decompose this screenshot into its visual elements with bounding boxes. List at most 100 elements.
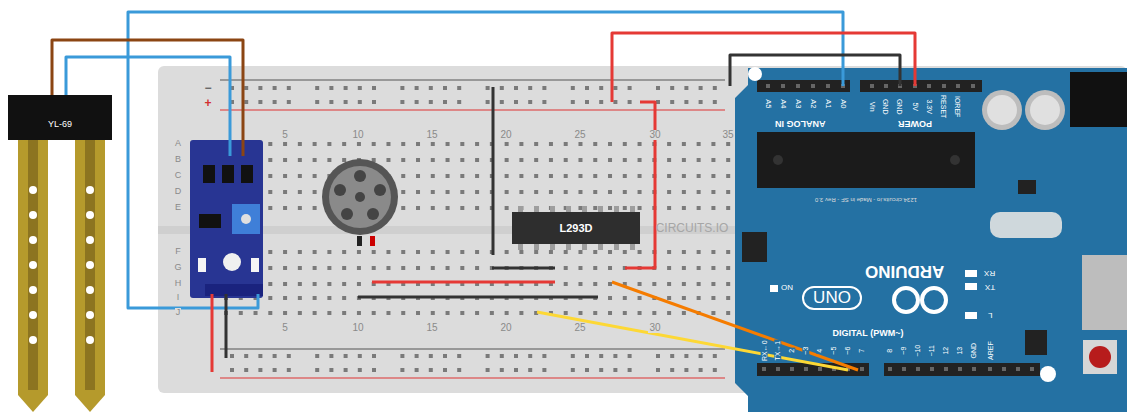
- pin-name: GND: [896, 98, 903, 116]
- breadboard-holes-part: [593, 206, 597, 210]
- breadboard-holes-part: [446, 250, 450, 254]
- breadboard-holes-part: [564, 174, 568, 178]
- arduino-board-part: [1089, 346, 1111, 368]
- sensor-probe-part-part: [29, 186, 37, 194]
- breadboard-holes-part: [542, 354, 546, 358]
- breadboard-holes-part: [585, 100, 589, 104]
- arduino-board-part-part: [888, 367, 892, 371]
- arduino-board-part-part: [860, 367, 864, 371]
- breadboard-holes-part: [431, 142, 435, 146]
- breadboard-holes-part: [460, 142, 464, 146]
- breadboard-holes-part: [542, 368, 546, 372]
- breadboard-holes-part: [638, 250, 642, 254]
- breadboard-holes-part: [528, 368, 532, 372]
- breadboard-holes-part: [564, 266, 568, 270]
- arduino-board-part: [748, 67, 762, 81]
- breadboard-holes-part: [638, 158, 642, 162]
- arduino-board-part-part: [826, 84, 830, 88]
- pin-name: A4: [779, 98, 787, 109]
- breadboard-holes-part: [386, 142, 390, 146]
- rail-sign: −: [203, 82, 212, 95]
- breadboard-holes-part: [416, 190, 420, 194]
- breadboard-holes-part: [298, 250, 302, 254]
- breadboard-holes-part: [711, 282, 715, 286]
- arduino-board-part-part: [790, 367, 794, 371]
- breadboard-holes-part: [283, 190, 287, 194]
- breadboard-part: [220, 110, 725, 111]
- breadboard-holes-part: [697, 158, 701, 162]
- row-letter: A: [174, 139, 182, 148]
- breadboard-holes-part: [638, 142, 642, 146]
- breadboard-holes-part: [608, 250, 612, 254]
- breadboard-holes-part: [534, 174, 538, 178]
- speaker-part-part: [374, 184, 386, 196]
- breadboard-holes-part: [401, 158, 405, 162]
- breadboard-holes-part: [726, 250, 730, 254]
- breadboard-holes-part: [475, 174, 479, 178]
- breadboard-holes-part: [486, 100, 490, 104]
- breadboard-holes-part: [244, 368, 248, 372]
- breadboard-holes-part: [431, 250, 435, 254]
- breadboard-holes-part: [599, 86, 603, 90]
- sensor-probe-part-part: [86, 236, 94, 244]
- breadboard-holes-part: [514, 100, 518, 104]
- breadboard-holes-part: [344, 368, 348, 372]
- breadboard-holes-part: [711, 250, 715, 254]
- speaker-part: [370, 236, 375, 246]
- board-text: RX: [983, 269, 996, 277]
- breadboard-holes-part: [401, 174, 405, 178]
- breadboard-holes-part: [628, 100, 632, 104]
- arduino-board-part-part: [902, 367, 906, 371]
- breadboard-holes-part: [682, 174, 686, 178]
- breadboard-holes-part: [528, 100, 532, 104]
- breadboard-holes-part: [519, 190, 523, 194]
- chip-legs-part: [518, 243, 523, 250]
- breadboard-holes-part: [711, 142, 715, 146]
- column-number: 10: [351, 130, 364, 141]
- node-title: YL-69: [48, 120, 72, 130]
- breadboard-holes-part: [268, 250, 272, 254]
- breadboard-holes-part: [505, 206, 509, 210]
- arduino-board-part: [965, 283, 977, 290]
- board-text: TX: [984, 283, 996, 291]
- pin-name: ~5: [830, 346, 837, 356]
- breadboard-holes-part: [372, 354, 376, 358]
- column-number: 20: [499, 323, 512, 334]
- breadboard-holes-part: [273, 100, 277, 104]
- arduino-board-part: [987, 95, 1017, 125]
- pin-name: TX→1: [774, 340, 781, 362]
- breadboard-holes-part: [358, 354, 362, 358]
- breadboard-holes-part: [578, 250, 582, 254]
- arduino-board-part-part: [804, 367, 808, 371]
- breadboard-holes-part: [357, 311, 361, 315]
- breadboard-holes-part: [608, 311, 612, 315]
- breadboard-holes-part: [519, 142, 523, 146]
- pin-name: Vin: [868, 101, 875, 113]
- arduino-board-part-part: [811, 84, 815, 88]
- pin-name: ~10: [914, 344, 921, 358]
- breadboard-holes-part: [697, 142, 701, 146]
- arduino-board-part-part: [956, 84, 960, 88]
- breadboard-holes-part: [713, 86, 717, 90]
- arduino-board-part-part: [796, 84, 800, 88]
- breadboard-holes-part: [283, 174, 287, 178]
- breadboard-holes-part: [578, 174, 582, 178]
- arduino-board-part-part: [1002, 367, 1006, 371]
- breadboard-holes-part: [446, 311, 450, 315]
- breadboard-holes-part: [684, 368, 688, 372]
- pin-name: 12: [942, 346, 949, 356]
- sensor-module-part: [205, 284, 263, 296]
- breadboard-holes-part: [372, 311, 376, 315]
- breadboard-holes-part: [416, 311, 420, 315]
- breadboard-holes-part: [357, 142, 361, 146]
- sensor-probe-part-part: [86, 286, 94, 294]
- breadboard-holes-part: [585, 354, 589, 358]
- pin-name: GND: [970, 342, 977, 360]
- speaker-part: [334, 170, 386, 220]
- breadboard-holes-part: [457, 368, 461, 372]
- breadboard-holes-part: [460, 190, 464, 194]
- arduino-board-part: [1083, 340, 1117, 374]
- breadboard-holes-part: [230, 354, 234, 358]
- breadboard-holes-part: [315, 86, 319, 90]
